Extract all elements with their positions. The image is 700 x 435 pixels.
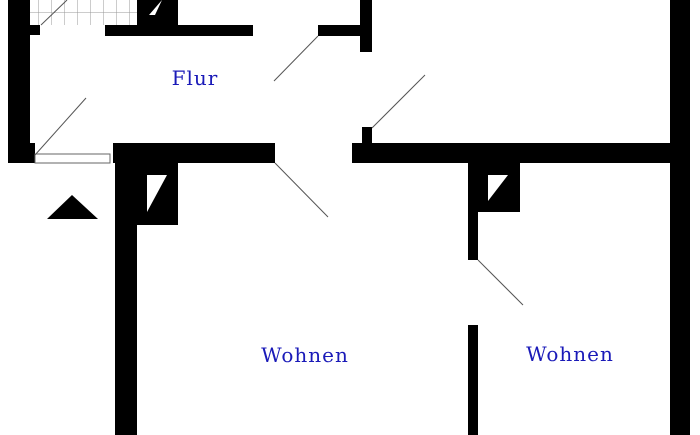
window [34,153,111,164]
room-label-living-right: Wohnen [526,342,614,366]
room-label-hall: Flur [171,66,219,90]
chimney-shafts [147,0,508,212]
bathroom-tiles [30,0,137,25]
door-swings [34,0,524,306]
room-label-living-left: Wohnen [261,343,349,367]
entrance-arrow-icon [47,195,98,219]
walls [8,0,690,435]
